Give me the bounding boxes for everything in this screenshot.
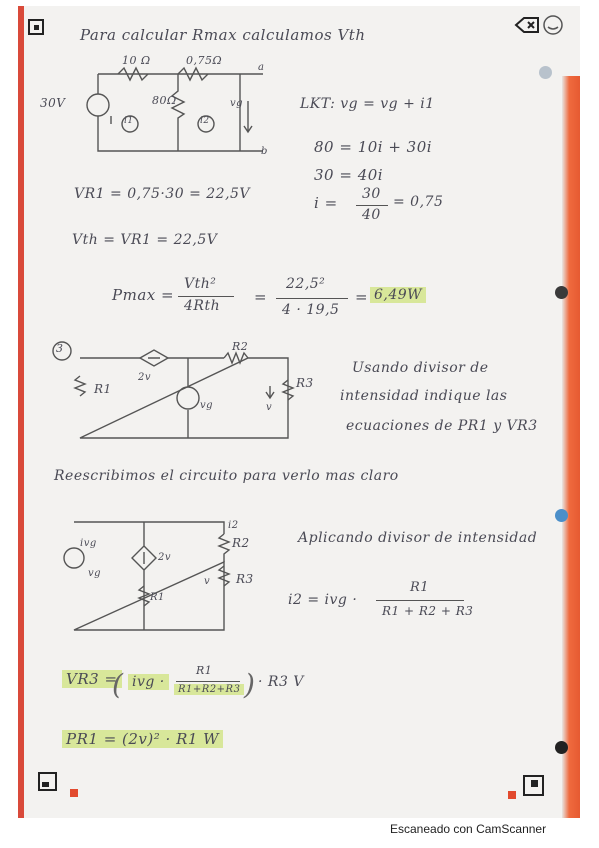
pmax-label: Pmax =	[112, 286, 175, 304]
circuit-diagram-2	[63, 521, 231, 631]
red-margin-line	[18, 6, 24, 818]
binder-hole	[555, 741, 568, 754]
scanner-corner-icon	[38, 772, 57, 791]
r3-label: R3	[236, 572, 254, 586]
i2-label: i2	[228, 520, 239, 531]
vth-equation: Vth = VR1 = 22,5V	[72, 232, 218, 248]
fraction-bar	[178, 296, 234, 297]
smiley-icon	[543, 15, 563, 35]
pr1-equation: PR1 = (2v)² · R1 W	[62, 730, 224, 748]
vr3-frac-den: R1+R2+R3	[174, 684, 245, 695]
vr3-frac-num: R1	[196, 664, 213, 677]
dep-source-label: 2v	[158, 552, 172, 563]
v-label: v	[266, 402, 273, 413]
redraw-note: Reescribimos el circuito para verlo mas …	[54, 468, 399, 484]
tag-icon	[514, 17, 539, 33]
vr-equation: VR1 = 0,75·30 = 22,5V	[74, 186, 251, 202]
vr3-rhs: · R3 V	[258, 674, 304, 690]
ivg-label: ivg	[80, 538, 97, 549]
vr3-label: VR3 =	[62, 670, 122, 688]
red-square-icon	[70, 789, 78, 797]
circuit-diagram-1	[86, 66, 263, 152]
red-square-icon	[508, 791, 516, 799]
statement-line-2: intensidad indique las	[340, 388, 508, 404]
divider-title: Aplicando divisor de intensidad	[298, 530, 538, 546]
scanner-footer: Escaneado con CamScanner	[390, 822, 547, 836]
circuit-diagram-3	[52, 341, 295, 439]
r2-label: R2	[232, 340, 249, 353]
equals-sign: =	[254, 288, 268, 306]
r3-label: 80Ω	[152, 94, 177, 107]
binder-hole	[555, 286, 568, 299]
binder-hole	[539, 66, 552, 79]
paren-close: )	[244, 668, 256, 701]
loop-i2-label: i2	[200, 116, 210, 126]
node-a-label: a	[258, 62, 265, 73]
vg-label: vg	[230, 98, 244, 109]
dep-source-label: 2v	[138, 372, 152, 383]
fraction-bar	[276, 298, 348, 299]
r1-label: R1	[94, 382, 112, 396]
i2-frac-den: R1 + R2 + R3	[382, 604, 474, 618]
equation-2: 30 = 40i	[314, 166, 384, 184]
i2-equation-lhs: i2 = ivg ·	[288, 592, 358, 608]
scanner-corner-icon	[28, 19, 44, 35]
r1-label: 10 Ω	[122, 54, 151, 67]
pmax-frac1-den: 4Rth	[184, 298, 221, 314]
source-label: 30V	[40, 96, 66, 110]
fraction-bar	[176, 681, 240, 682]
vr3-mid: ivg ·	[128, 674, 169, 690]
r2-label: 0,75Ω	[186, 54, 223, 67]
statement-line-1: Usando divisor de	[352, 360, 489, 376]
page-title: Para calcular Rmax calculamos Vth	[80, 26, 366, 44]
pmax-frac2-den: 4 · 19,5	[282, 302, 340, 318]
r3-label: R3	[296, 376, 314, 390]
fraction-bar	[376, 600, 464, 601]
equals-sign: =	[355, 288, 369, 306]
fraction-num: 30	[362, 186, 381, 202]
equation-3-result: = 0,75	[393, 194, 444, 210]
page-edge-band	[562, 76, 580, 818]
r2-label: R2	[232, 536, 250, 550]
statement-line-3: ecuaciones de PR1 y VR3	[346, 418, 538, 434]
fraction-den: 40	[362, 207, 381, 223]
v-label: v	[204, 576, 211, 587]
equation-1: 80 = 10i + 30i	[314, 138, 433, 156]
pmax-result: 6,49W	[370, 287, 427, 303]
problem-number: 3	[56, 342, 64, 355]
node-b-label: b	[261, 146, 268, 157]
scanner-corner-icon	[523, 775, 544, 796]
paren-open: (	[112, 668, 124, 701]
i2-frac-num: R1	[410, 580, 430, 595]
equation-3-lhs: i =	[314, 194, 338, 212]
vg-label: vg	[200, 400, 214, 411]
r1-label: R1	[150, 592, 165, 603]
fraction-bar	[356, 205, 388, 206]
pmax-frac2-num: 22,5²	[286, 276, 326, 292]
lkt-equation: LKT: vg = vg + i1	[300, 96, 435, 112]
binder-hole	[555, 509, 568, 522]
notebook-page: Para calcular Rmax calculamos Vth 30V 10…	[18, 6, 580, 818]
pmax-frac1-num: Vth²	[184, 276, 217, 292]
loop-i1-label: i1	[124, 116, 134, 126]
vg-label: vg	[88, 568, 102, 579]
